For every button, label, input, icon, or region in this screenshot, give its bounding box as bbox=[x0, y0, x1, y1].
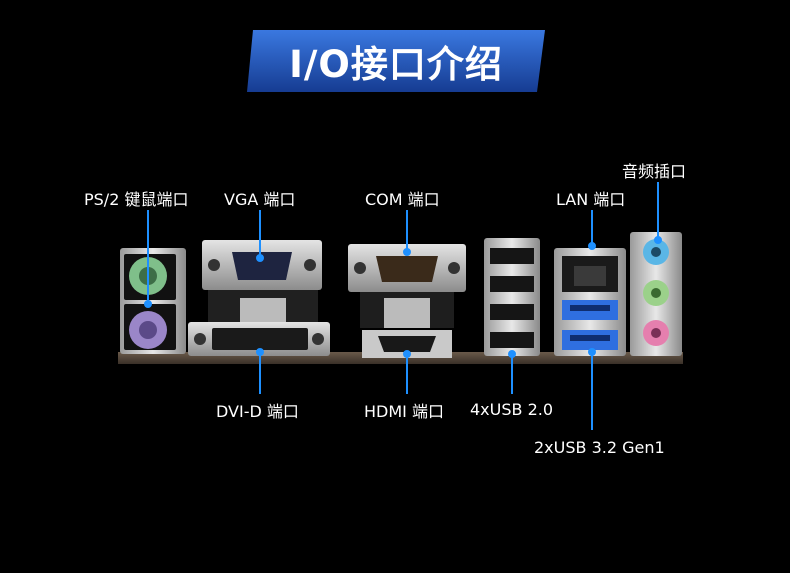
label-vga-port: VGA 端口 bbox=[224, 190, 296, 209]
lan-usb3-stack bbox=[554, 248, 626, 356]
vga-port bbox=[202, 240, 322, 322]
usb2-stack bbox=[484, 238, 540, 356]
page-title: I/O接口介绍 bbox=[289, 43, 503, 86]
label-hdmi-port: HDMI 端口 bbox=[364, 402, 444, 421]
audio-jacks bbox=[630, 232, 682, 356]
hdmi-port bbox=[362, 330, 452, 358]
label-audio-jacks: 音频插口 bbox=[622, 162, 687, 181]
title-banner bbox=[247, 30, 545, 92]
label-usb2-ports: 4xUSB 2.0 bbox=[470, 400, 554, 419]
com-port bbox=[348, 244, 466, 328]
dvi-d-port bbox=[188, 322, 330, 356]
ps2-port bbox=[120, 248, 186, 354]
leader-lines bbox=[144, 182, 662, 430]
label-lan-port: LAN 端口 bbox=[556, 190, 626, 209]
label-ps2-port: PS/2 键鼠端口 bbox=[84, 190, 189, 209]
label-usb3-ports: 2xUSB 3.2 Gen1 bbox=[534, 438, 665, 457]
label-com-port: COM 端口 bbox=[365, 190, 440, 209]
label-dvi-d-port: DVI-D 端口 bbox=[216, 402, 299, 421]
